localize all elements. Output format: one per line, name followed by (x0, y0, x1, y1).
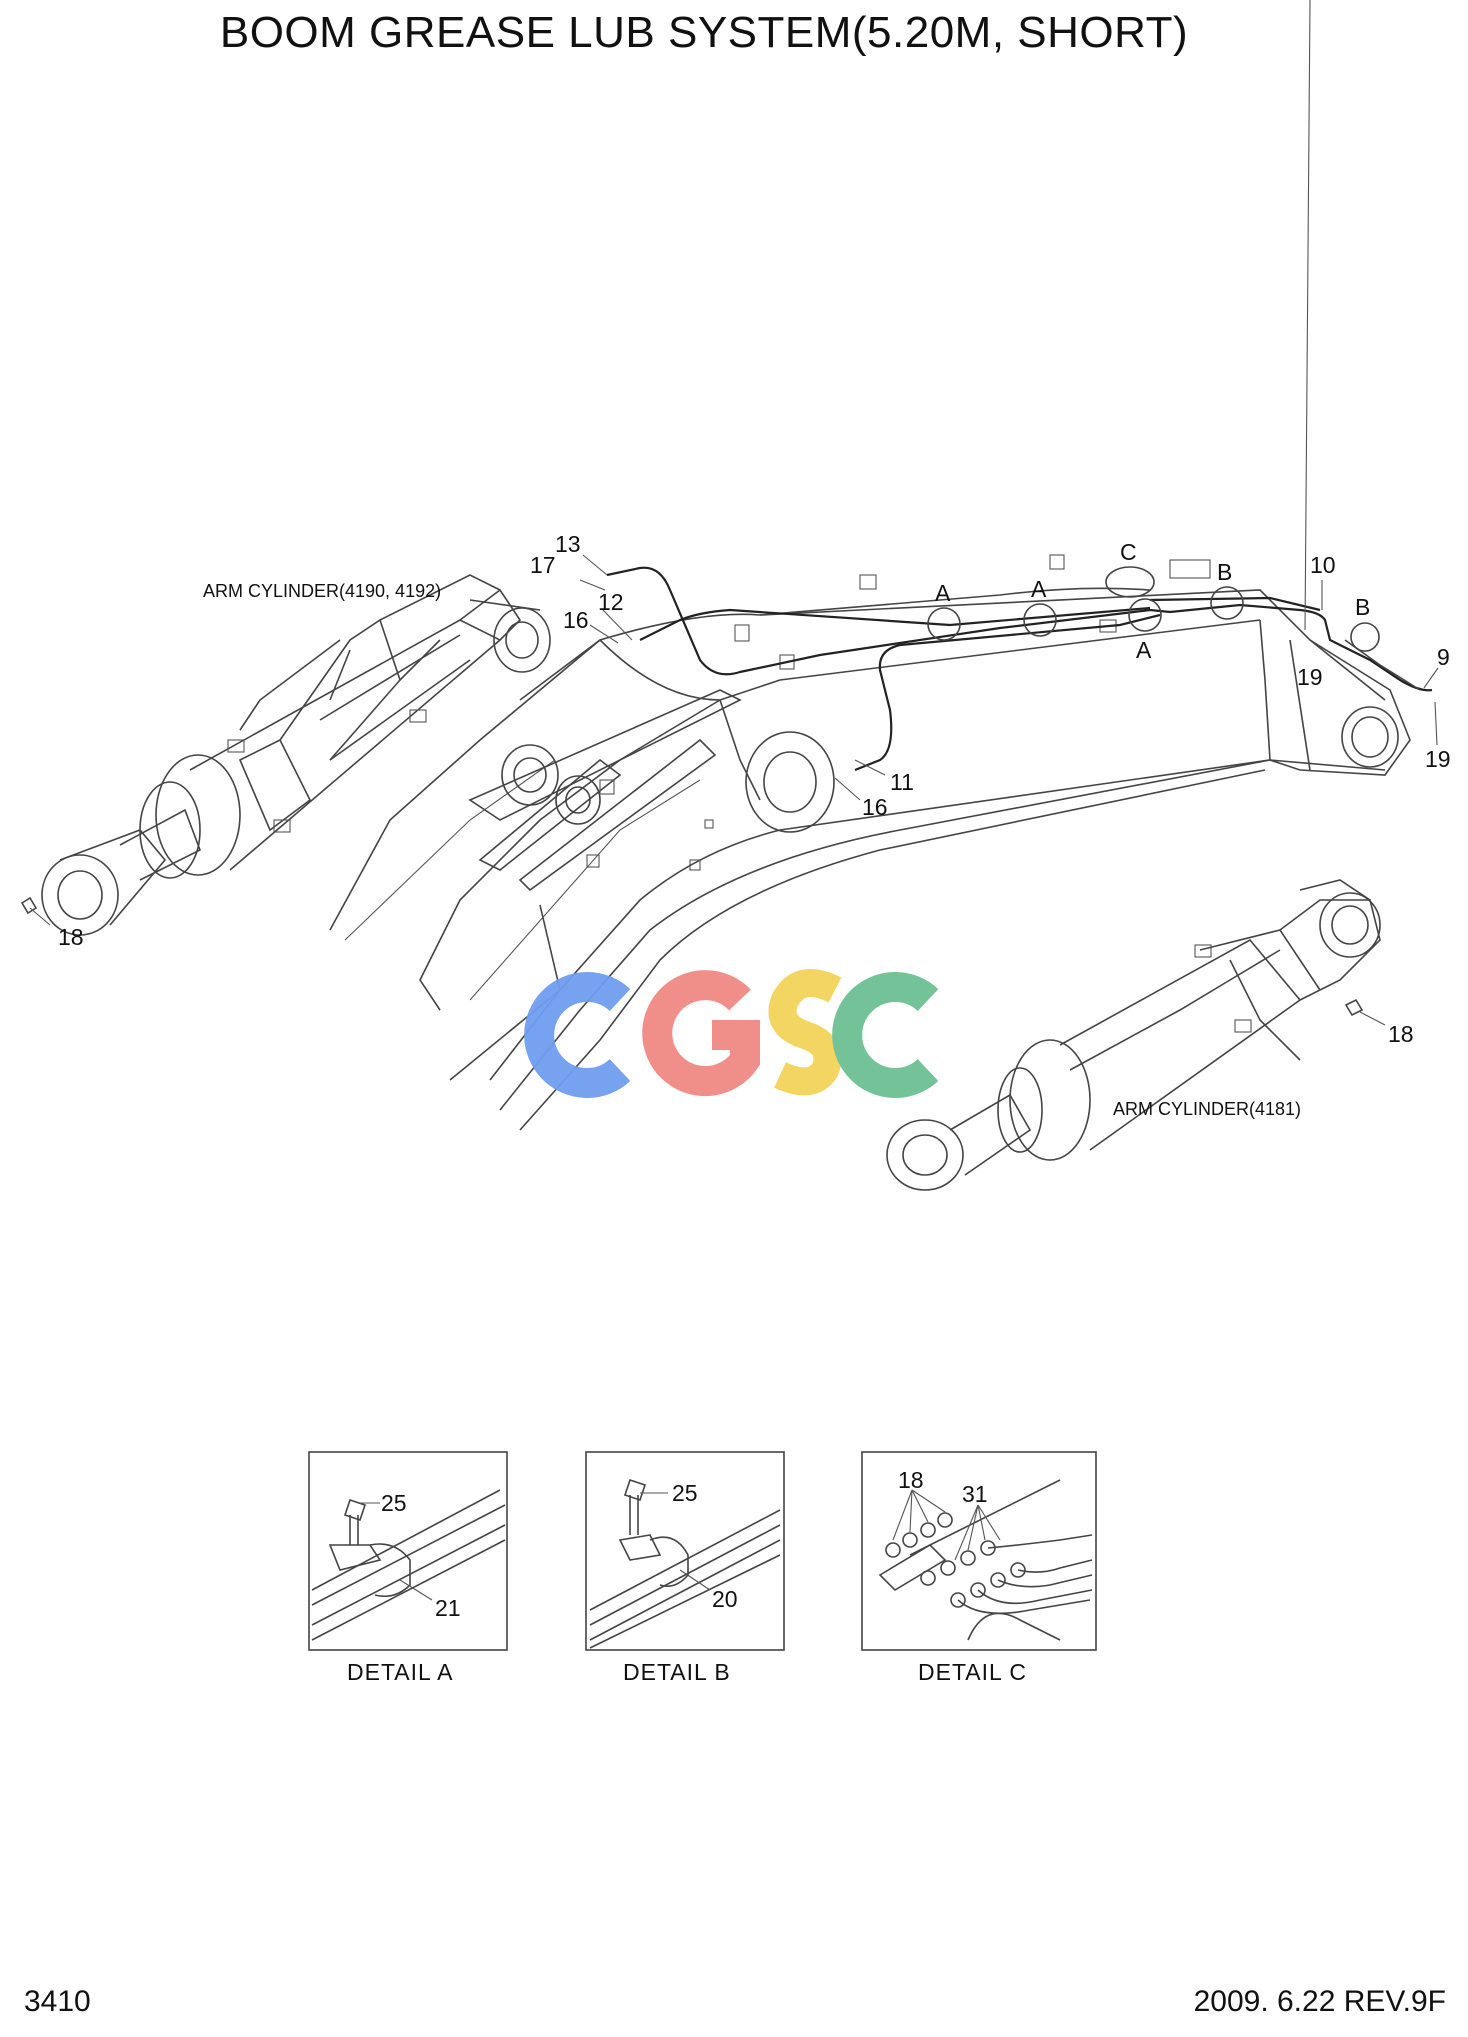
watermark-letter-g (642, 970, 760, 1097)
leader-lines (29, 0, 1439, 1026)
callout-19-upper: 19 (1297, 664, 1323, 690)
callout-18-left: 18 (58, 924, 84, 950)
callout-13: 13 (555, 531, 581, 557)
watermark-logo (524, 969, 939, 1098)
grease-hoses (606, 566, 1433, 772)
watermark-letter-c1 (524, 972, 631, 1098)
detail-circles (927, 566, 1380, 652)
watermark-letter-c2 (832, 972, 939, 1098)
detail-a-callout-25: 25 (381, 1490, 407, 1516)
detail-c-callout-18: 18 (898, 1467, 924, 1493)
callout-18-right: 18 (1388, 1021, 1414, 1047)
callout-B-2: B (1355, 594, 1370, 620)
arm-cylinder-left (20, 574, 551, 936)
detail-c-callout-31: 31 (962, 1481, 988, 1507)
detail-b-frame (585, 1451, 785, 1651)
detail-b: 25 20 DETAIL B (585, 1451, 785, 1685)
detail-b-callout-20: 20 (712, 1586, 738, 1612)
detail-a-caption: DETAIL A (347, 1659, 453, 1685)
callout-12: 12 (598, 589, 624, 615)
callout-B-1: B (1217, 559, 1232, 585)
arm-cylinder-right (886, 879, 1381, 1191)
callout-A-2: A (1031, 576, 1047, 602)
callout-C: C (1120, 539, 1137, 565)
detail-a: 25 21 DETAIL A (308, 1451, 508, 1685)
callout-19-lower: 19 (1425, 746, 1451, 772)
detail-c: 18 31 DETAIL C (861, 1451, 1097, 1685)
detail-a-callout-21: 21 (435, 1595, 461, 1621)
callout-10: 10 (1310, 552, 1336, 578)
detail-c-frame (861, 1451, 1097, 1651)
boom-body (329, 554, 1411, 1131)
revision-date: 2009. 6.22 REV.9F (1193, 1985, 1446, 2018)
watermark-letter-s (768, 969, 842, 1096)
callout-16-upper: 16 (563, 607, 589, 633)
callout-17: 17 (530, 552, 556, 578)
callout-A-1: A (935, 580, 951, 606)
page-number: 3410 (24, 1985, 91, 2018)
callout-16-lower: 16 (862, 794, 888, 820)
page-title: BOOM GREASE LUB SYSTEM(5.20M, SHORT) (219, 8, 1189, 57)
callout-A-3: A (1136, 637, 1152, 663)
arm-cylinder-left-label: ARM CYLINDER(4190, 4192) (203, 581, 441, 601)
detail-a-frame (308, 1451, 508, 1651)
detail-c-caption: DETAIL C (918, 1659, 1027, 1685)
callout-11: 11 (890, 769, 914, 795)
callout-9: 9 (1437, 644, 1450, 670)
detail-b-callout-25: 25 (672, 1480, 698, 1506)
detail-b-caption: DETAIL B (623, 1659, 731, 1685)
arm-cylinder-right-label: ARM CYLINDER(4181) (1113, 1099, 1301, 1119)
